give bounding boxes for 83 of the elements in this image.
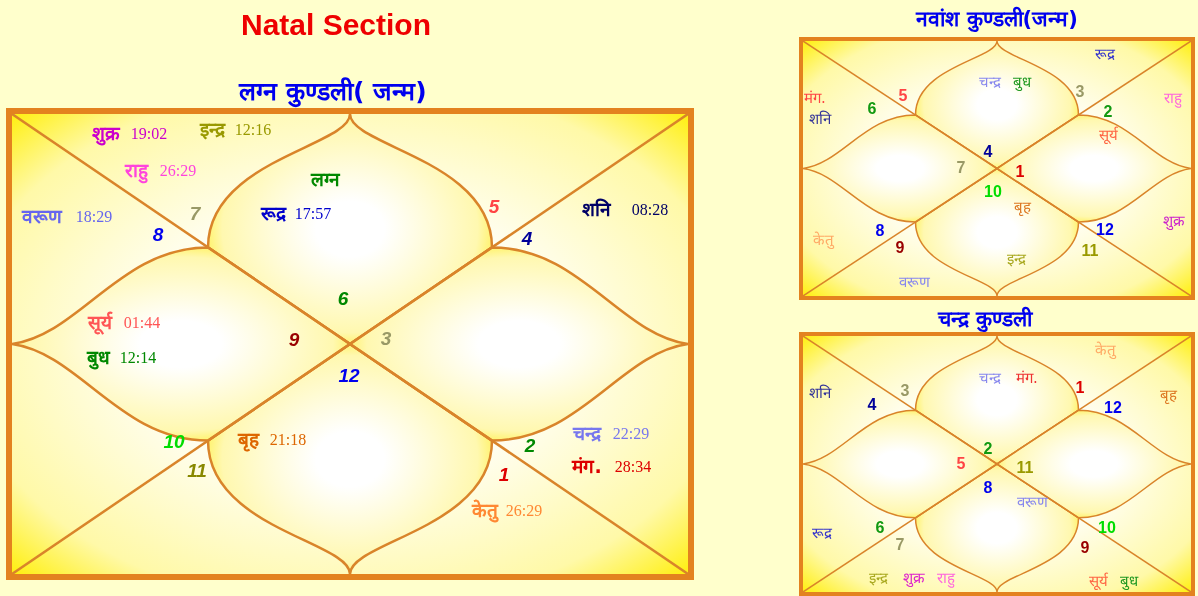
house-number: 5: [488, 196, 500, 216]
planet-name: वरूण: [898, 274, 930, 290]
planet-name: सूर्य: [1098, 127, 1118, 143]
planet-name: लग्न: [310, 169, 340, 189]
house-number: 9: [895, 240, 905, 256]
degree-text: 17:57: [294, 206, 332, 222]
planet-name: बृह: [1159, 387, 1177, 403]
house-number: 12: [338, 365, 360, 385]
house-number: 10: [1098, 520, 1116, 536]
house-number: 7: [189, 203, 201, 223]
planet-name: मंग.: [1016, 370, 1038, 386]
degree-text: 28:34: [614, 459, 652, 475]
house-number: 2: [524, 435, 536, 455]
planet-name: सूर्य: [1088, 573, 1108, 589]
house-number: 6: [337, 288, 349, 308]
degree-text: 08:28: [631, 202, 669, 218]
planet-name: रूद्र: [812, 525, 832, 541]
house-number: 11: [187, 460, 207, 480]
house-number: 10: [984, 184, 1002, 200]
chart-title: लग्न कुण्डली( जन्म): [239, 76, 427, 107]
house-number: 1: [1015, 164, 1025, 180]
planet-name: बुध: [1120, 573, 1138, 589]
planet-name: शुक्र: [1163, 213, 1185, 229]
degree-text: 12:14: [119, 350, 157, 366]
house-number: 11: [1016, 460, 1034, 476]
house-number: 10: [163, 431, 185, 451]
planet-name: शुक्र: [903, 570, 925, 586]
house-number: 12: [1096, 222, 1114, 238]
planet-name: शनि: [809, 111, 831, 127]
degree-text: 26:29: [159, 163, 197, 179]
house-number: 8: [875, 223, 885, 239]
house-number: 7: [895, 537, 905, 553]
house-number: 8: [152, 224, 164, 244]
house-number: 2: [1103, 104, 1113, 120]
house-number: 2: [983, 441, 993, 457]
planet-name: बृह: [1013, 199, 1031, 215]
house-number: 8: [983, 480, 993, 496]
planet-name: शनि: [809, 385, 831, 401]
house-number: 5: [898, 88, 908, 104]
house-number: 3: [1075, 84, 1085, 100]
planet-name: राहु: [937, 570, 955, 586]
house-number: 3: [900, 383, 910, 399]
planet-name: वरूण: [1016, 494, 1048, 510]
degree-text: 19:02: [130, 126, 168, 142]
degree-text: 12:16: [234, 122, 272, 138]
house-number: 5: [956, 456, 966, 472]
house-number: 4: [867, 397, 877, 413]
house-number: 7: [956, 160, 966, 176]
house-number: 9: [1080, 540, 1090, 556]
planet-name: राहु: [1164, 90, 1182, 106]
planet-name: बुध: [1013, 74, 1031, 90]
planet-name: शनि: [581, 199, 611, 219]
planet-name: मंग.: [572, 456, 602, 476]
chart-title: चन्द्र कुण्डली: [937, 305, 1033, 332]
house-number: 6: [867, 101, 877, 117]
planet-name: चन्द्र: [573, 423, 601, 443]
planet-name: मंग.: [804, 90, 826, 106]
planet-name: रूद्र: [1095, 46, 1115, 62]
house-number: 1: [498, 464, 510, 484]
house-number: 1: [1075, 380, 1085, 396]
house-number: 4: [521, 228, 533, 248]
degree-text: 26:29: [505, 503, 543, 519]
degree-text: 18:29: [75, 209, 113, 225]
planet-name: इन्द्र: [868, 570, 888, 586]
house-number: 9: [288, 329, 300, 349]
degree-text: 01:44: [123, 315, 161, 331]
house-number: 6: [875, 520, 885, 536]
planet-name: इन्द्र: [1006, 251, 1026, 267]
planet-name: वरूण: [22, 206, 62, 226]
planet-name: रूद्र: [260, 203, 286, 223]
house-number: 4: [983, 144, 993, 160]
planet-name: इन्द्र: [199, 119, 225, 139]
planet-name: चन्द्र: [979, 370, 1001, 386]
house-number: 12: [1104, 400, 1122, 416]
planet-name: केतु: [1094, 342, 1116, 358]
house-number: 3: [380, 328, 392, 348]
chart-title: नवांश कुण्डली(जन्म): [916, 5, 1078, 32]
house-number: 11: [1081, 243, 1099, 259]
degree-text: 21:18: [269, 432, 307, 448]
planet-name: चन्द्र: [979, 74, 1001, 90]
planet-name: केतु: [812, 232, 834, 248]
degree-text: 22:29: [612, 426, 650, 442]
page-title: Natal Section: [240, 8, 432, 42]
